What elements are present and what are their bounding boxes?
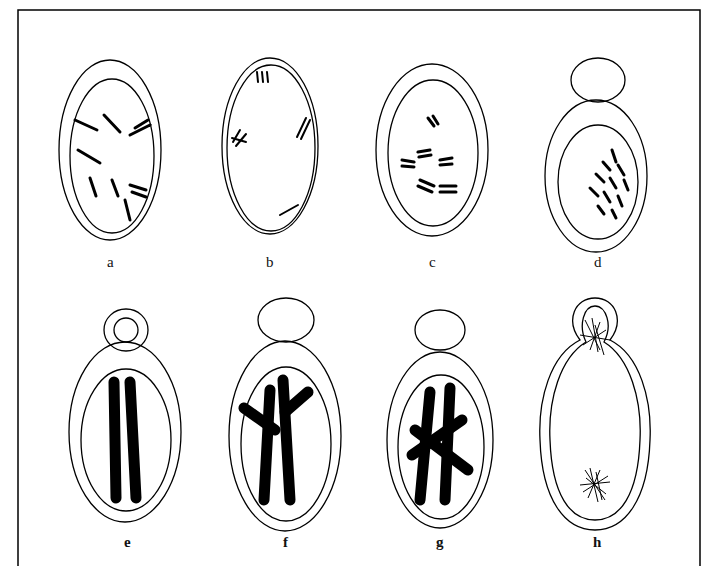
panel-letter: d xyxy=(594,255,602,270)
panel-letter: h xyxy=(593,535,601,550)
panel-letter: g xyxy=(436,535,444,550)
panel-letter: e xyxy=(124,535,131,550)
panel-letter: b xyxy=(266,255,274,270)
panel-letter: c xyxy=(429,255,436,270)
panel-letter: f xyxy=(283,535,288,550)
panel-letter: a xyxy=(107,255,114,270)
